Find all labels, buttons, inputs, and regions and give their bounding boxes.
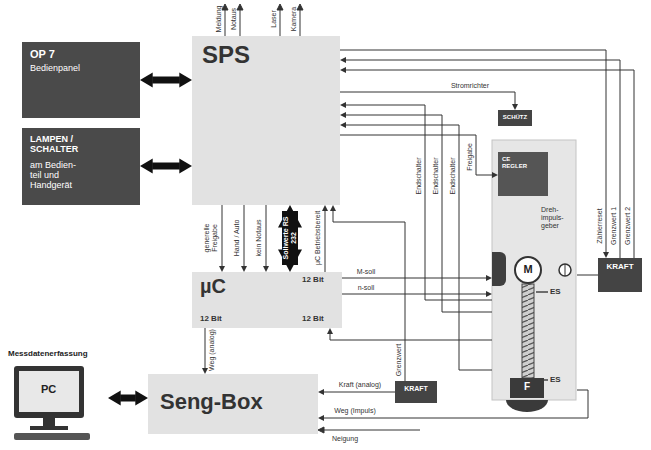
signal-label: Weg (Impuls) xyxy=(334,407,376,415)
panel-box: LAMPEN / SCHALTER am Bedien- teil und Han… xyxy=(22,128,140,205)
signal-line xyxy=(241,205,247,272)
signal-label: Sollwerte RS 232 xyxy=(282,211,298,265)
node-text: 12 Bit xyxy=(302,276,324,285)
signal-line xyxy=(318,389,395,395)
signal-label: Meldung xyxy=(215,6,223,33)
computer: MessdatenerfassungPC xyxy=(8,350,108,434)
monitor-screen xyxy=(19,371,79,412)
node-text: KRAFT xyxy=(395,385,437,393)
node-text: F xyxy=(510,381,544,392)
acquisition-box: Seng-Box xyxy=(148,374,318,434)
limit-switch-mark xyxy=(536,291,548,293)
signal-line xyxy=(340,67,634,258)
node-text: M xyxy=(516,263,540,275)
signal-line xyxy=(322,205,328,272)
motor-symbol: M xyxy=(514,256,542,284)
signal-line xyxy=(340,122,492,370)
encoder-symbol xyxy=(559,264,571,276)
node-text: OP 7 xyxy=(30,48,55,60)
node-text: 12 Bit xyxy=(302,315,324,324)
controller-box: SPS xyxy=(192,36,340,205)
node-text: SCHÜTZ xyxy=(498,114,532,121)
monitor-base xyxy=(30,426,68,430)
node-text: Bedienpanel xyxy=(30,63,80,73)
signal-line xyxy=(340,102,492,300)
signal-label: Stromrichter xyxy=(451,82,489,90)
node-text: µC xyxy=(200,275,226,297)
signal-line xyxy=(342,275,492,281)
signal-label: µC Betriebsbereit xyxy=(314,211,322,265)
signal-label: Endschalter xyxy=(415,158,423,195)
contactor-box: SCHÜTZ xyxy=(498,110,532,126)
signal-label: Neigung xyxy=(332,435,358,443)
signal-label: Laser xyxy=(270,10,278,28)
signal-label: Grenzwert xyxy=(395,344,403,376)
drive-unit: Dreh- impuls- geberES ES CE REGLER M F xyxy=(492,140,577,400)
node-text: SPS xyxy=(202,42,250,69)
signal-label: Grenzwert 2 xyxy=(624,207,632,245)
node-text: Dreh- impuls- geber xyxy=(541,206,574,229)
signal-label: Zählerreset xyxy=(596,208,604,243)
signal-line xyxy=(327,328,492,340)
signal-label: Weg (analog) xyxy=(208,329,216,371)
signal-line xyxy=(340,50,609,258)
data-link-arrow xyxy=(140,73,192,88)
motor-flange xyxy=(492,252,506,286)
signal-line xyxy=(219,205,225,272)
drive-housing xyxy=(492,140,576,400)
data-link-arrow xyxy=(278,205,302,272)
signal-label: kein Notaus xyxy=(255,220,263,257)
signal-label: Endschalter xyxy=(432,158,440,195)
signal-label: Kraft (analog) xyxy=(339,381,381,389)
signal-line xyxy=(340,57,620,258)
node-text: 12 Bit xyxy=(200,315,222,324)
panel-box: OP 7 Bedienpanel xyxy=(22,42,140,118)
node-text: am Bedien- teil und Handgerät xyxy=(30,160,90,190)
signal-line xyxy=(340,112,492,312)
signal-line xyxy=(577,275,598,276)
node-text: ES xyxy=(550,376,561,385)
signal-label: Freigabe xyxy=(466,143,474,171)
signal-label: Endschalter xyxy=(449,158,457,195)
signal-label: Notaus xyxy=(230,8,238,30)
signal-label: n-soll xyxy=(358,284,375,292)
node-text: ES xyxy=(550,288,561,297)
controller-box: µC 12 Bit 12 Bit 12 Bit xyxy=(192,272,342,328)
force-block: F xyxy=(510,378,544,398)
node-text: Seng-Box xyxy=(160,390,263,415)
signal-line xyxy=(263,205,269,272)
monitor-stand xyxy=(43,418,55,426)
data-link-arrow xyxy=(108,391,148,406)
signal-line xyxy=(340,92,518,110)
tool-head xyxy=(506,400,548,412)
node-text: LAMPEN / SCHALTER xyxy=(30,134,102,154)
monitor xyxy=(14,366,84,418)
spindle xyxy=(522,284,534,378)
node-text: PC xyxy=(41,383,56,395)
signal-label: generelle Freigabe xyxy=(203,209,219,267)
force-sensor-box: KRAFT xyxy=(395,381,437,403)
data-link-arrow xyxy=(140,159,192,174)
signal-label: M-soll xyxy=(357,268,376,276)
encoder-symbol xyxy=(565,264,566,276)
node-text: Messdatenerfassung xyxy=(8,350,88,359)
node-text: KRAFT xyxy=(598,263,642,272)
signal-line xyxy=(202,328,208,374)
signal-line xyxy=(318,390,588,421)
controller-module: CE REGLER xyxy=(498,152,548,196)
signal-line xyxy=(342,291,492,297)
keyboard xyxy=(14,433,90,440)
signal-label: Kamera xyxy=(290,7,298,32)
force-sensor-box: KRAFT xyxy=(598,258,642,292)
signal-label: Grenzwert 1 xyxy=(610,207,618,245)
node-text: CE REGLER xyxy=(502,156,530,169)
signal-label: Hand / Auto xyxy=(233,220,241,257)
